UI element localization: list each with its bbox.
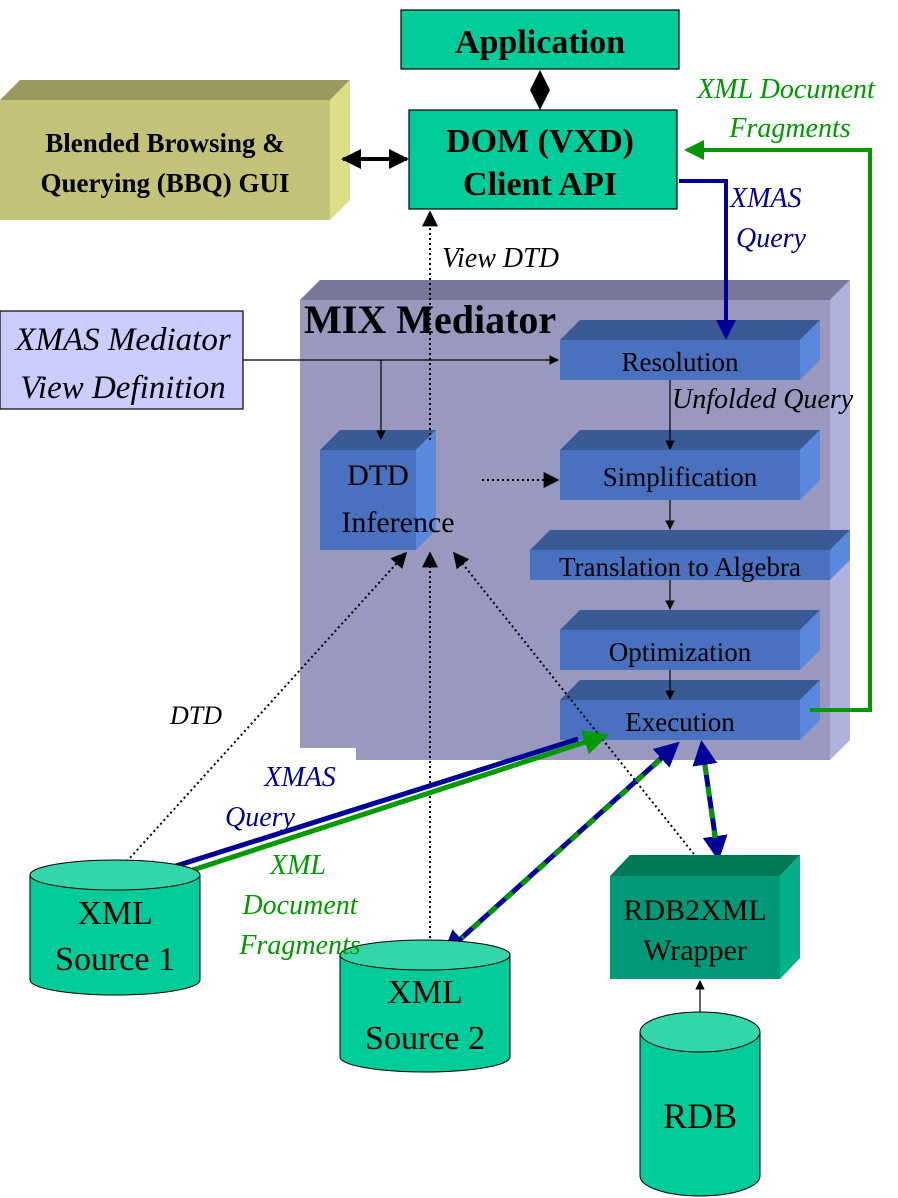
dtd-inference-box: DTD Inference (320, 430, 455, 550)
exec-source2-arrow-green (460, 758, 662, 940)
translation-label: Translation to Algebra (559, 552, 801, 582)
bbq-label-line2: Querying (BBQ) GUI (40, 168, 289, 198)
xml-doc-fragments-top-line1: XML Document (696, 74, 876, 105)
optimization-label: Optimization (609, 637, 752, 667)
execution-label: Execution (625, 707, 735, 737)
dtd-inference-line1: DTD (347, 459, 409, 492)
dom-label-line1: DOM (VXD) (446, 123, 634, 160)
bbq-gui-box: Blended Browsing & Querying (BBQ) GUI (0, 80, 350, 220)
source1-line2: Source 1 (55, 941, 175, 978)
rdb-db: RDB (639, 1011, 761, 1197)
xml-doc-fragments-bottom-line2: Document (241, 890, 358, 921)
rdb2xml-wrapper-box: RDB2XML Wrapper (610, 855, 800, 979)
xmas-query-dom-resolution-arrow (679, 179, 736, 340)
xml-fragments-execution-dom-arrow (684, 140, 872, 712)
application-box: Application (400, 9, 680, 70)
wrapper-line1: RDB2XML (623, 894, 766, 927)
xml-source-2-db: XML Source 2 (339, 939, 511, 1073)
application-label: Application (455, 24, 625, 61)
xmas-query-top-line2: Query (736, 223, 807, 254)
dtd-source1-arrow (109, 551, 408, 881)
xml-doc-fragments-bottom-line3: Fragments (238, 930, 360, 961)
optimization-box: Optimization (560, 610, 820, 670)
application-dom-connector (530, 70, 550, 110)
xmas-query-bottom-line1: XMAS (263, 762, 336, 793)
xmas-query-bottom-line2: Query (225, 802, 296, 833)
resolution-label: Resolution (621, 347, 739, 377)
view-def-line1: XMAS Mediator (13, 322, 231, 358)
view-def-line2: View Definition (20, 370, 226, 406)
simplification-box: Simplification (560, 430, 820, 500)
translation-box: Translation to Algebra (530, 530, 850, 582)
dtd-inference-line2: Inference (341, 506, 454, 539)
execution-box: Execution (560, 680, 820, 740)
xmas-query-top-line1: XMAS (729, 183, 802, 214)
xml-doc-fragments-top-line2: Fragments (728, 113, 850, 144)
rdb-label: RDB (663, 1096, 737, 1136)
unfolded-query-label: Unfolded Query (672, 384, 854, 415)
view-dtd-label: View DTD (442, 243, 559, 274)
xml-source-1-db: XML Source 1 (29, 859, 201, 996)
dtd-label: DTD (169, 701, 222, 730)
bbq-label-line1: Blended Browsing & (45, 128, 285, 158)
wrapper-line2: Wrapper (643, 934, 747, 967)
xml-doc-fragments-bottom-line1: XML (269, 850, 326, 881)
dom-label-line2: Client API (463, 166, 617, 203)
resolution-box: Resolution (560, 320, 820, 380)
source1-line1: XML (77, 895, 153, 932)
simplification-label: Simplification (603, 462, 758, 492)
source2-line1: XML (387, 974, 463, 1011)
view-definition-box: XMAS Mediator View Definition (0, 310, 244, 410)
dom-client-api-box: DOM (VXD) Client API (408, 109, 678, 210)
exec-wrapper-arrow-blue (692, 740, 728, 861)
source2-line2: Source 2 (365, 1020, 485, 1057)
